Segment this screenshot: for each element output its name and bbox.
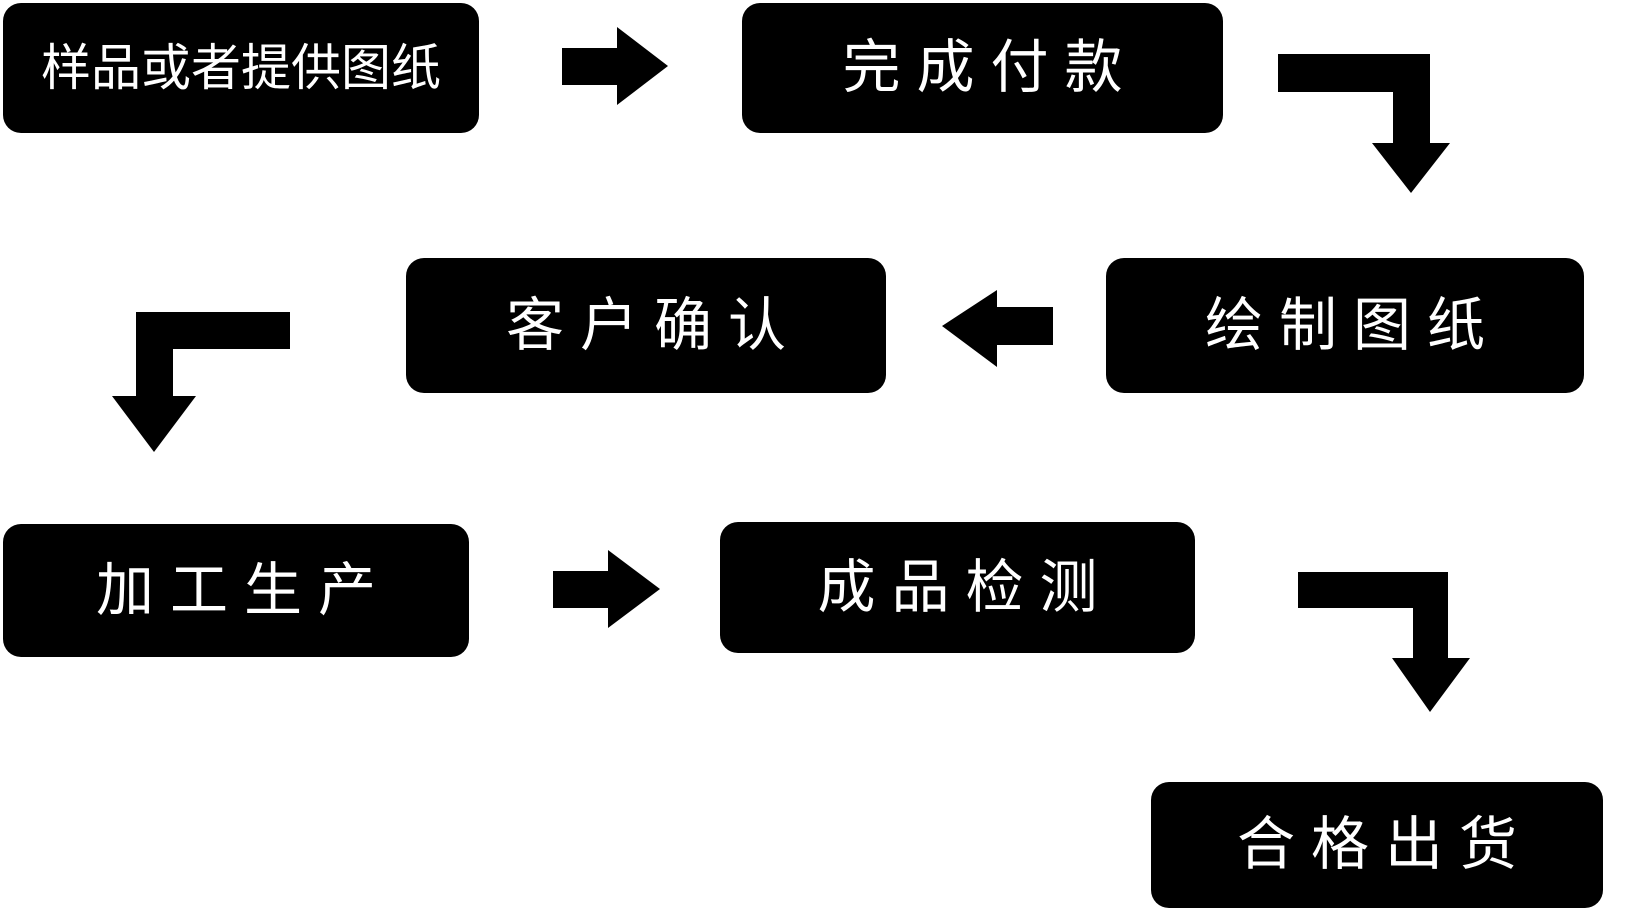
- left-arrow-icon-3-4: [942, 290, 1053, 367]
- step-customer-confirmation: 客户确认: [406, 258, 886, 393]
- step-draw-drawings: 绘制图纸: [1106, 258, 1584, 393]
- right-arrow-icon-1-2: [562, 27, 668, 105]
- elbow-down-arrow-icon-2-3: [1278, 54, 1450, 193]
- step-qualified-shipment: 合格出货: [1151, 782, 1603, 908]
- step-sample-or-drawings: 样品或者提供图纸: [3, 3, 479, 133]
- step-label: 样品或者提供图纸: [41, 40, 441, 96]
- step-label: 合格出货: [1236, 812, 1533, 877]
- elbow-down-arrow-icon-4-5: [112, 312, 290, 452]
- step-label: 加工生产: [95, 557, 392, 623]
- step-label: 绘制图纸: [1204, 292, 1501, 358]
- step-finished-product-inspection: 成品检测: [720, 522, 1195, 653]
- step-label: 客户确认: [505, 292, 802, 358]
- step-label: 完成付款: [842, 35, 1139, 100]
- right-arrow-icon-5-6: [553, 550, 660, 628]
- step-label: 成品检测: [817, 554, 1114, 620]
- step-complete-payment: 完成付款: [742, 3, 1223, 133]
- elbow-down-arrow-icon-6-7: [1298, 572, 1470, 712]
- step-processing-production: 加工生产: [3, 524, 469, 657]
